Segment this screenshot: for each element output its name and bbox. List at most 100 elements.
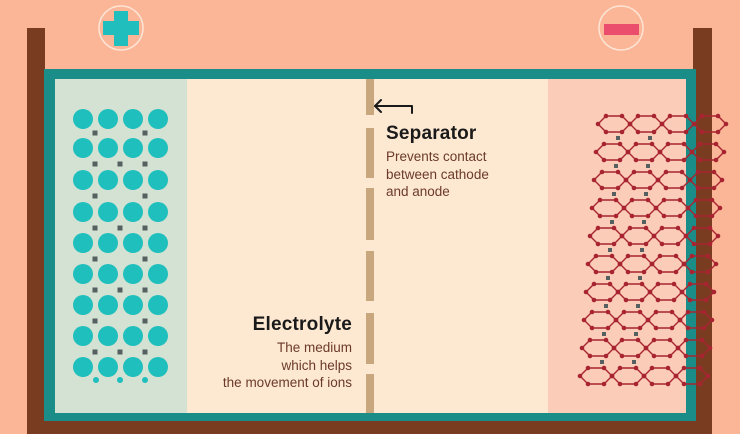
lattice-atom <box>603 337 609 343</box>
lattice-atom <box>651 233 657 239</box>
lattice-atom <box>677 197 683 203</box>
anode-particle <box>73 264 93 284</box>
ion-dot <box>142 256 148 262</box>
lattice-atom <box>611 345 617 351</box>
lattice-atom <box>641 253 647 259</box>
lattice-atom <box>659 241 665 247</box>
anode-particle <box>93 377 99 383</box>
lattice-atom <box>653 309 659 315</box>
lattice-atom <box>601 157 607 163</box>
lattice-atom <box>635 113 641 119</box>
anode-particle <box>123 109 143 129</box>
lattice-atom <box>723 121 729 127</box>
lattice-atom <box>645 197 651 203</box>
lattice-atom <box>673 253 679 259</box>
lattice-atom <box>601 141 607 147</box>
anode-particle <box>148 326 168 346</box>
ion-dot <box>92 130 98 136</box>
lattice-atom <box>587 337 593 343</box>
ion-dot <box>610 220 614 224</box>
ion-dot <box>632 360 636 364</box>
lattice-atom <box>687 177 693 183</box>
lattice-atom <box>597 197 603 203</box>
lattice-atom <box>621 325 627 331</box>
anode-particle <box>98 138 118 158</box>
ion-dot <box>142 130 148 136</box>
anode-particle <box>123 326 143 346</box>
lattice-atom <box>707 241 713 247</box>
lattice-atom <box>693 197 699 203</box>
ion-dot <box>92 318 98 324</box>
lattice-atom <box>651 113 657 119</box>
lattice-atom <box>587 353 593 359</box>
lattice-atom <box>627 121 633 127</box>
lattice-atom <box>697 141 703 147</box>
lattice-atom <box>595 241 601 247</box>
lattice-atom <box>623 297 629 303</box>
anode-particle <box>98 202 118 222</box>
lattice-atom <box>707 345 713 351</box>
anode-particle <box>123 357 143 377</box>
ion-dot <box>616 136 620 140</box>
electrolyte-description: The medium which helps the movement of i… <box>223 339 352 392</box>
ion-dot <box>142 287 148 293</box>
electrolyte-title: Electrolyte <box>252 314 352 335</box>
lattice-atom <box>625 253 631 259</box>
lattice-atom <box>659 121 665 127</box>
lattice-atom <box>607 297 613 303</box>
lattice-atom <box>715 233 721 239</box>
lattice-atom <box>615 169 621 175</box>
lattice-atom <box>633 365 639 371</box>
lattice-atom <box>603 129 609 135</box>
lattice-atom <box>647 289 653 295</box>
lattice-atom <box>703 297 709 303</box>
ion-dot <box>612 192 616 196</box>
lattice-atom <box>699 113 705 119</box>
lattice-atom <box>603 113 609 119</box>
lattice-atom <box>695 169 701 175</box>
electrolyte-description-line: the movement of ions <box>222 375 352 390</box>
anode-particle <box>123 138 143 158</box>
lattice-atom <box>703 281 709 287</box>
separator-description: Prevents contact between cathode and ano… <box>386 148 489 201</box>
lattice-atom <box>689 253 695 259</box>
ion-dot <box>648 136 652 140</box>
lattice-atom <box>675 345 681 351</box>
separator-description-line: Prevents contact <box>386 149 487 164</box>
lattice-atom <box>603 353 609 359</box>
lattice-atom <box>649 261 655 267</box>
lattice-atom <box>649 365 655 371</box>
lattice-atom <box>715 113 721 119</box>
lattice-atom <box>657 253 663 259</box>
lattice-atom <box>621 205 627 211</box>
lattice-atom <box>651 337 657 343</box>
anode-particle <box>98 170 118 190</box>
lattice-atom <box>609 253 615 259</box>
ion-dot <box>640 248 644 252</box>
anode-particle <box>123 295 143 315</box>
lattice-atom <box>681 141 687 147</box>
lattice-atom <box>691 241 697 247</box>
ion-dot <box>117 287 123 293</box>
ion-dot <box>142 318 148 324</box>
lattice-atom <box>625 149 631 155</box>
ion-dot <box>142 193 148 199</box>
lattice-atom <box>633 381 639 387</box>
lattice-atom <box>653 325 659 331</box>
lattice-atom <box>631 169 637 175</box>
cathode-lattice <box>577 113 729 387</box>
anode-particle <box>73 357 93 377</box>
lattice-atom <box>593 269 599 275</box>
lattice-atom <box>639 297 645 303</box>
lattice-atom <box>667 353 673 359</box>
lattice-atom <box>615 289 621 295</box>
anode-particle <box>148 202 168 222</box>
lattice-atom <box>679 289 685 295</box>
lattice-atom <box>655 177 661 183</box>
anode-particle <box>142 377 148 383</box>
ion-dot <box>92 349 98 355</box>
lattice-atom <box>585 381 591 387</box>
lattice-atom <box>601 381 607 387</box>
ion-dot <box>608 248 612 252</box>
lattice-atom <box>713 157 719 163</box>
